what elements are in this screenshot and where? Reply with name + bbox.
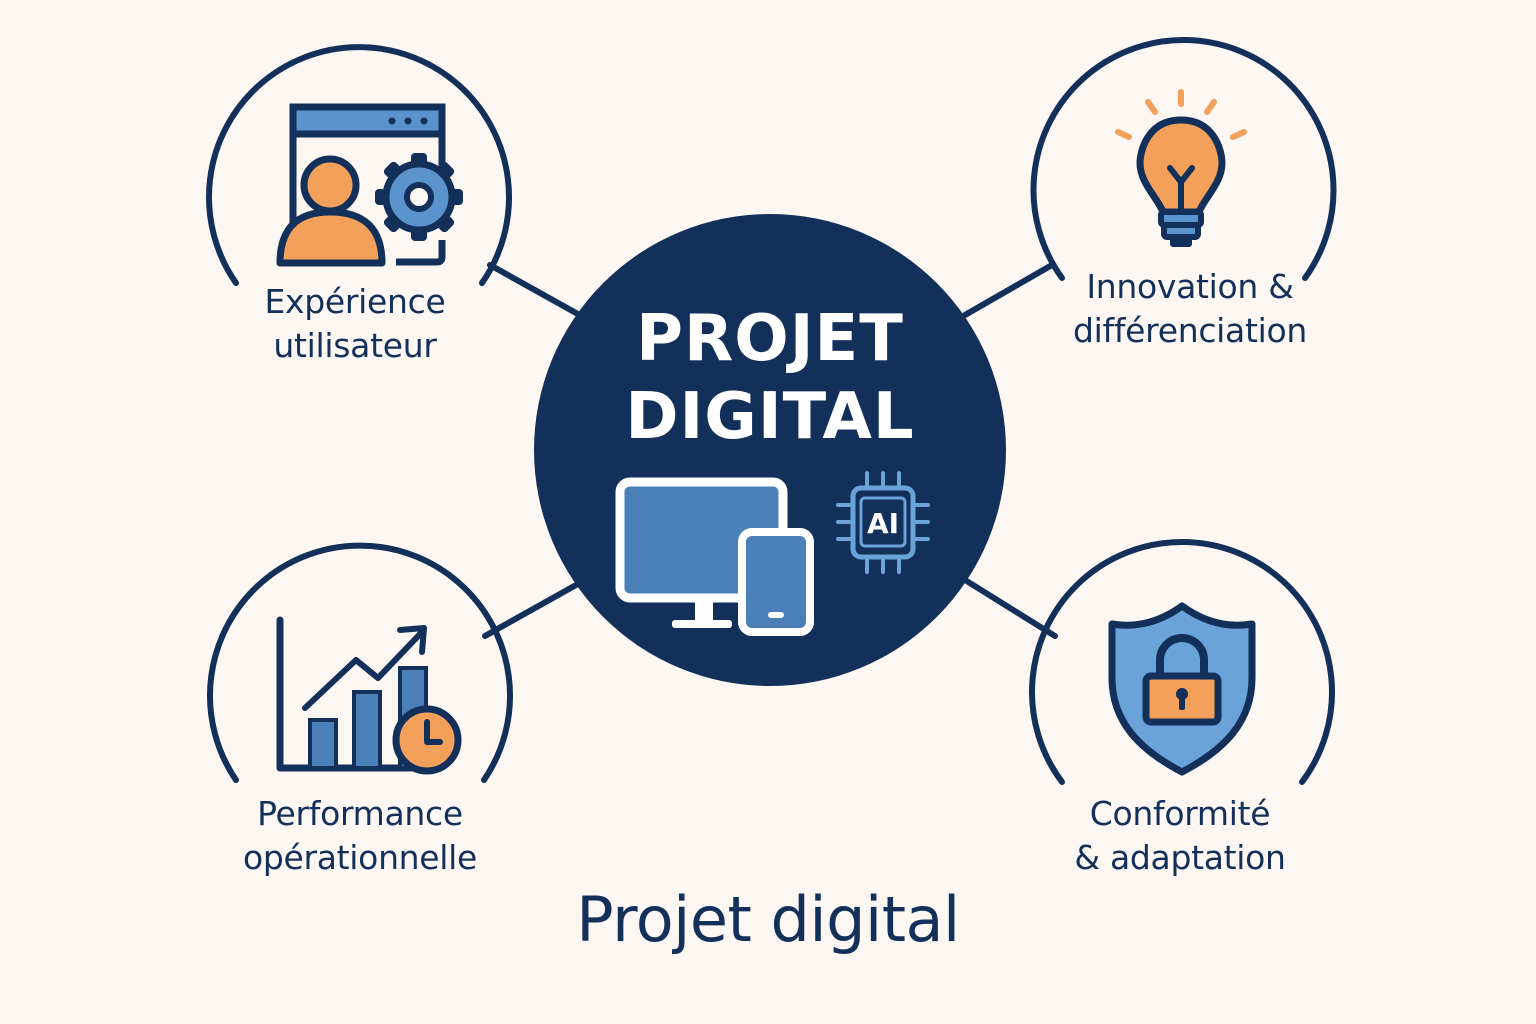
node-label-ux: Expérience utilisateur — [205, 280, 505, 368]
arc-performance — [207, 542, 513, 783]
node-label-ux-line1: Expérience — [264, 282, 446, 321]
devices-icon — [615, 477, 814, 636]
growth-chart-icon — [276, 616, 462, 775]
connector-compliance — [962, 577, 1058, 639]
node-label-innovation-line1: Innovation & — [1086, 267, 1294, 306]
node-label-ux-line2: utilisateur — [273, 326, 437, 365]
connector-innovation — [962, 262, 1055, 318]
center-title-line2: DIGITAL — [625, 380, 915, 454]
ai-chip-icon: AI — [836, 471, 930, 574]
ai-chip-label: AI — [867, 507, 899, 540]
footer-title: Projet digital — [576, 883, 960, 956]
lightbulb-icon — [1115, 89, 1247, 247]
connector-performance — [482, 577, 588, 639]
node-label-compliance: Conformité & adaptation — [1030, 792, 1330, 880]
node-label-compliance-line1: Conformité — [1089, 794, 1271, 833]
arc-ux — [206, 44, 512, 286]
arc-innovation — [1030, 37, 1337, 281]
node-label-performance-line2: opérationnelle — [242, 838, 478, 877]
shield-lock-icon — [1108, 602, 1256, 776]
center-title: PROJET DIGITAL — [568, 300, 972, 456]
arc-compliance — [1029, 539, 1335, 785]
node-label-compliance-line2: & adaptation — [1074, 838, 1286, 877]
user-settings-icon — [276, 103, 463, 267]
center-title-line1: PROJET — [636, 302, 904, 376]
node-label-innovation-line2: différenciation — [1073, 311, 1307, 350]
node-label-innovation: Innovation & différenciation — [1030, 265, 1350, 353]
node-label-performance-line1: Performance — [257, 794, 463, 833]
connector-ux — [487, 262, 588, 321]
node-label-performance: Performance opérationnelle — [200, 792, 520, 880]
